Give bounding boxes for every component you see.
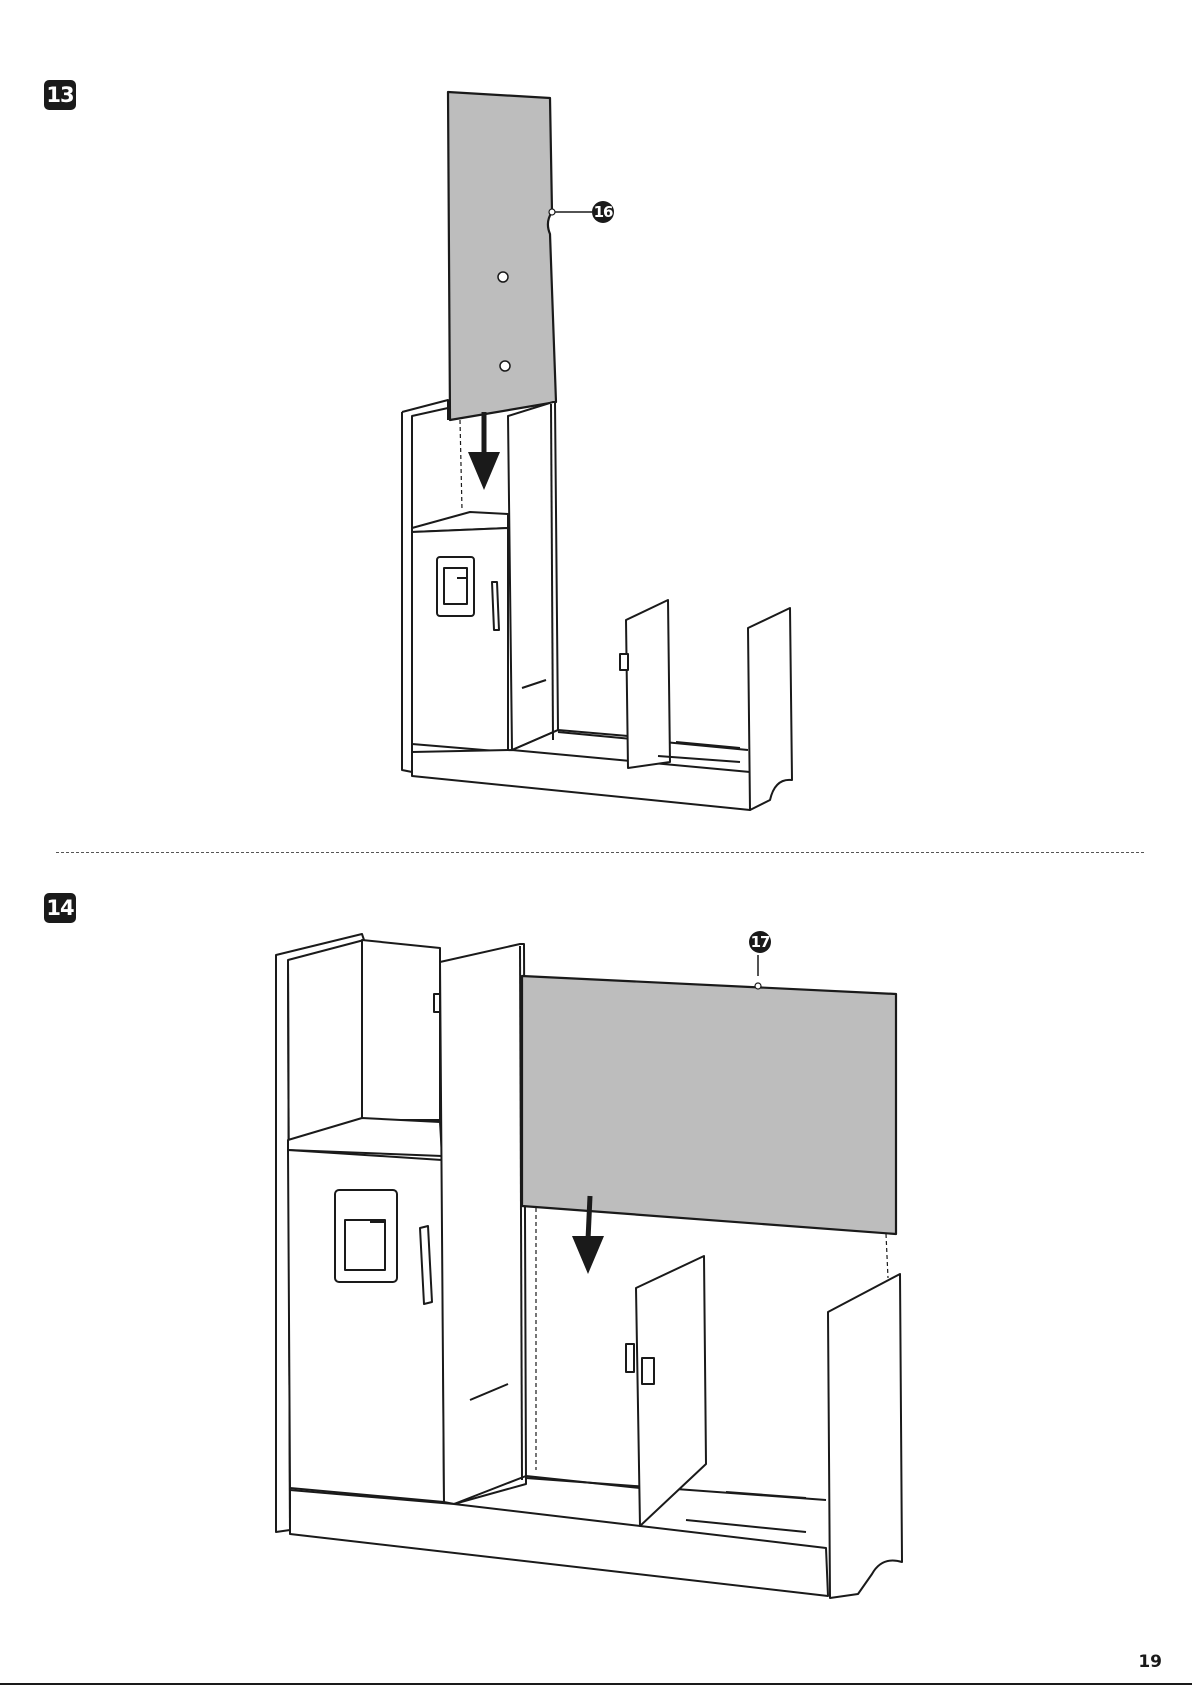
part-17-label: 17: [751, 933, 770, 951]
part-callout-icon: 17: [749, 931, 771, 989]
page-number: 19: [1138, 1652, 1162, 1672]
back-panel-17: [522, 976, 896, 1234]
